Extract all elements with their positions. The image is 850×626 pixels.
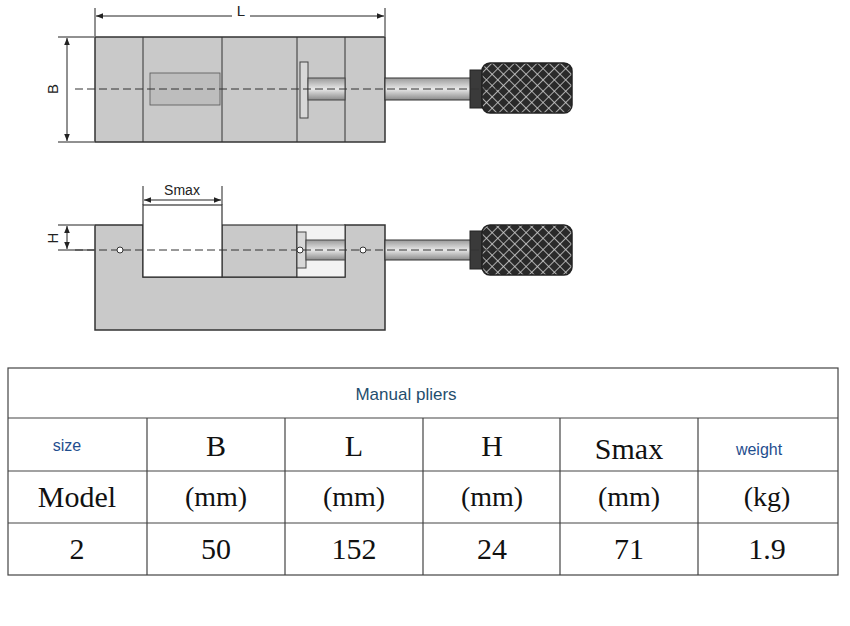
table-cell: 2 bbox=[70, 534, 85, 564]
dimension-label: Smax bbox=[162, 183, 202, 197]
table-cell: Model bbox=[38, 482, 116, 512]
table-cell: (kg) bbox=[744, 483, 791, 511]
table-cell: 71 bbox=[614, 534, 644, 564]
side-view bbox=[75, 205, 572, 330]
dimension-label: L bbox=[235, 3, 247, 18]
table-cell: 24 bbox=[477, 534, 507, 564]
dimension-label: H bbox=[45, 231, 60, 246]
top-view bbox=[75, 37, 572, 142]
table-cell: Smax bbox=[595, 434, 663, 464]
table-cell: (mm) bbox=[598, 483, 660, 511]
table-cell: 1.9 bbox=[748, 534, 786, 564]
table-title: Manual pliers bbox=[355, 386, 456, 403]
spec-table bbox=[8, 368, 838, 575]
table-cell: B bbox=[206, 431, 226, 461]
table-cell: size bbox=[53, 438, 81, 454]
table-cell: (mm) bbox=[461, 483, 523, 511]
table-cell: (mm) bbox=[323, 483, 385, 511]
table-cell: H bbox=[481, 431, 503, 461]
table-cell: 152 bbox=[332, 534, 377, 564]
table-cell: L bbox=[345, 431, 363, 461]
table-cell: (mm) bbox=[185, 483, 247, 511]
dimension-label: B bbox=[45, 82, 60, 96]
table-cell: weight bbox=[736, 442, 782, 458]
table-cell: 50 bbox=[201, 534, 231, 564]
